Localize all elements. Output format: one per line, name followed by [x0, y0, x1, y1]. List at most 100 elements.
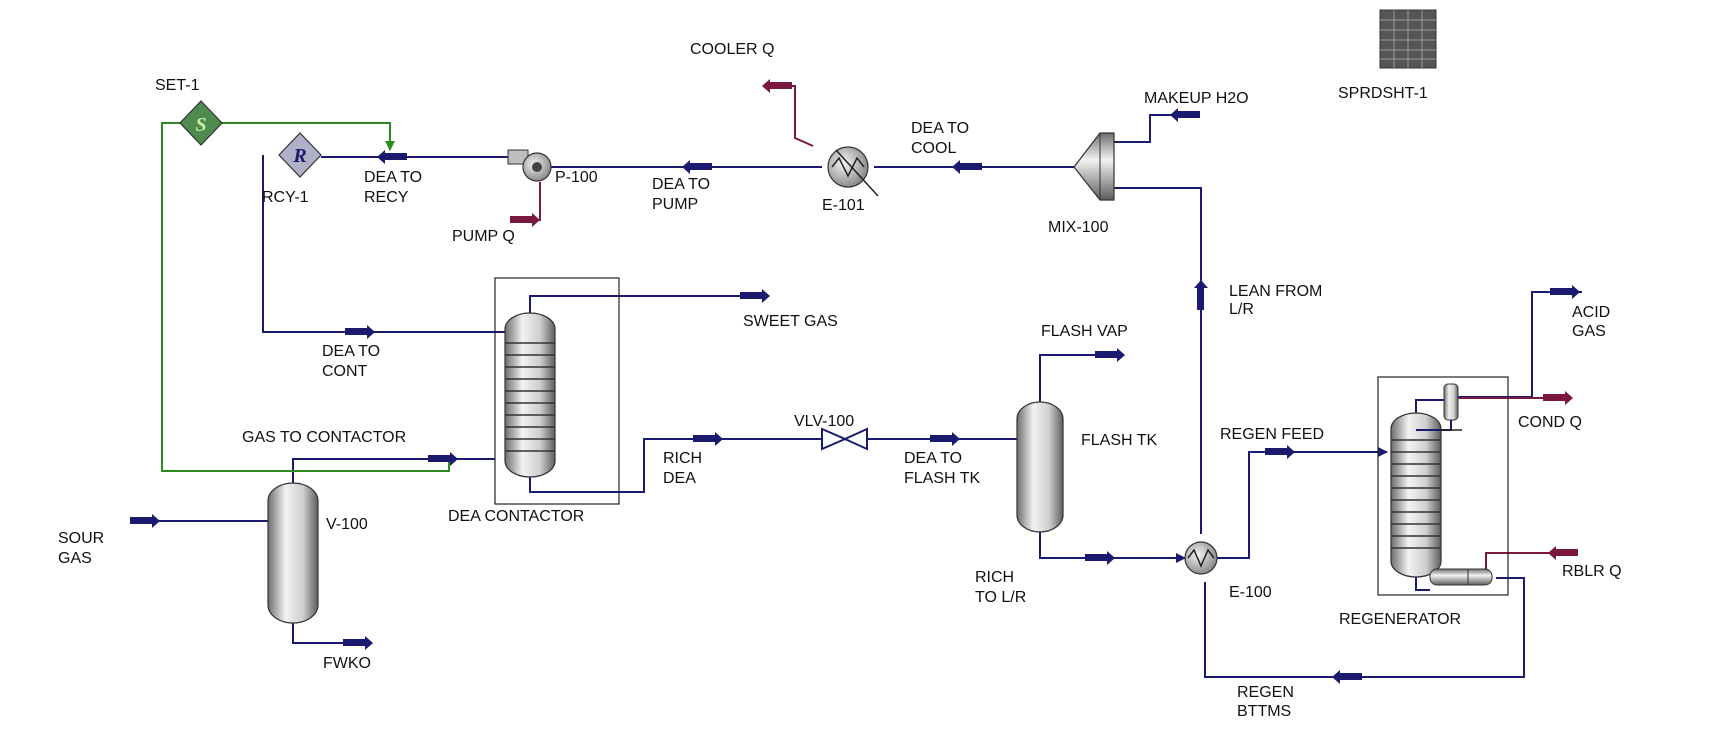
mixer-body[interactable] [1073, 132, 1115, 201]
cooler-q-line[interactable] [770, 85, 814, 147]
makeup-h2o-line[interactable] [1114, 114, 1200, 143]
cond-q-label: COND Q [1518, 414, 1582, 431]
mix100-label: MIX-100 [1048, 219, 1109, 236]
regenerator-frame [1377, 376, 1509, 596]
flow-token-fwko [343, 639, 365, 646]
vlv100-label: VLV-100 [794, 413, 854, 430]
pump-q-line[interactable] [510, 182, 541, 221]
flow-token-cont-tip [367, 325, 375, 339]
energy-token-rblr [1556, 549, 1578, 556]
e100-coil [1187, 548, 1215, 568]
recycle-symbol: R [292, 145, 306, 167]
flash-vap-label: FLASH VAP [1041, 323, 1128, 340]
regen-bttms-label-2: BTTMS [1237, 703, 1291, 720]
e101-shell[interactable] [827, 146, 869, 188]
regenerator-trays [1391, 439, 1441, 549]
vlv100-valve[interactable] [821, 427, 868, 451]
energy-token-cond [1543, 394, 1565, 401]
lean-from-lr-label-1: LEAN FROM [1229, 283, 1322, 300]
regenerator[interactable] [1377, 376, 1509, 596]
energy-token-cooler-tip [762, 79, 770, 93]
acid-gas-label-1: ACID [1572, 304, 1610, 321]
cooler-q-label: COOLER Q [690, 41, 774, 58]
valve-right[interactable] [842, 427, 868, 451]
flash-tk-label: FLASH TK [1081, 432, 1158, 449]
flow-token-vap-tip [1117, 348, 1125, 362]
flow-token-richlr-tip [1107, 551, 1115, 565]
rblr-q-line[interactable] [1485, 552, 1560, 571]
flow-token-lean-tip [1194, 280, 1208, 288]
p100-label: P-100 [555, 169, 598, 186]
flow-token-recy-tip [377, 150, 385, 164]
sour-gas-label-2: GAS [58, 550, 92, 567]
set1-label: SET-1 [155, 77, 200, 94]
set1-adjust[interactable]: S [179, 100, 223, 146]
flow-token-sour [130, 517, 152, 524]
contactor-label: DEA CONTACTOR [448, 508, 584, 525]
e100-exchanger[interactable] [1184, 541, 1218, 575]
energy-token-rblr-tip [1548, 546, 1556, 560]
regen-bttms-line[interactable] [1204, 577, 1525, 678]
dea-to-flash-label-2: FLASH TK [904, 470, 981, 487]
rich-dea-label-1: RICH [663, 450, 702, 467]
flow-token-rich-tip [715, 432, 723, 446]
dea-contactor[interactable] [494, 277, 620, 505]
flow-token-pump-tip [682, 160, 690, 174]
energy-tokens [510, 79, 1578, 560]
set-symbol: S [195, 114, 206, 136]
labels: SOUR GAS GAS TO CONTACTOR V-100 FWKO SWE… [58, 41, 1622, 720]
p100-pump[interactable] [507, 149, 552, 182]
regen-bottoms-line [1415, 577, 1430, 591]
flash-tank-vessel[interactable] [1016, 401, 1064, 533]
valve-left[interactable] [821, 427, 848, 451]
dea-to-flash-label-1: DEA TO [904, 450, 962, 467]
flow-token-pump [690, 163, 712, 170]
sprdsht-spreadsheet[interactable] [1379, 9, 1437, 69]
v100-vessel[interactable] [267, 482, 319, 624]
flow-token-bttms [1340, 673, 1362, 680]
set-diamond[interactable] [179, 100, 223, 146]
pump-q-label: PUMP Q [452, 228, 515, 245]
recycle-diamond[interactable] [278, 132, 322, 178]
lean-from-lr-label-2: L/R [1229, 301, 1254, 318]
flow-token-cool [960, 163, 982, 170]
flow-token-flash-tip [952, 432, 960, 446]
lean-from-lr-line[interactable] [1114, 187, 1202, 534]
dea-to-recy-label-1: DEA TO [364, 169, 422, 186]
rich-to-lr-label-2: TO L/R [975, 589, 1026, 606]
v100-separator[interactable] [267, 482, 319, 624]
flow-token-sweet-tip [762, 289, 770, 303]
acid-gas-line[interactable] [1456, 291, 1582, 398]
flow-token-makeup-tip [1170, 108, 1178, 122]
gas-to-contactor-line[interactable] [292, 458, 495, 496]
dea-to-cont-line[interactable] [262, 155, 505, 333]
flow-token-cont [345, 328, 367, 335]
contactor-trays [505, 342, 555, 452]
makeup-h2o-label: MAKEUP H2O [1144, 90, 1249, 107]
spreadsheet-grid [1380, 10, 1436, 68]
e100-label: E-100 [1229, 584, 1272, 601]
regen-feed-line[interactable] [1217, 451, 1387, 559]
rich-to-lr-line[interactable] [1039, 531, 1185, 559]
flow-token-rich [693, 435, 715, 442]
mix100-mixer[interactable] [1073, 132, 1115, 201]
condenser-icon[interactable] [1443, 383, 1459, 421]
flow-tokens [130, 108, 1580, 684]
flow-token-gas-tip [450, 452, 458, 466]
regen-feed-label: REGEN FEED [1220, 426, 1324, 443]
e100-shell[interactable] [1184, 541, 1218, 575]
e101-cooler[interactable] [827, 146, 879, 197]
rcy1-recycle[interactable]: R [278, 132, 322, 178]
regenerator-column[interactable] [1390, 412, 1442, 578]
flow-token-makeup [1178, 111, 1200, 118]
flash-vap-line[interactable] [1039, 354, 1118, 402]
reboiler-icon[interactable] [1429, 568, 1493, 586]
sprdsht-label: SPRDSHT-1 [1338, 85, 1428, 102]
flow-token-cool-tip [952, 160, 960, 174]
flash-tank[interactable] [1016, 401, 1064, 533]
set-signal-source-line [161, 122, 450, 472]
contactor-column[interactable] [504, 312, 556, 478]
flow-token-fwko-tip [365, 636, 373, 650]
gas-to-contactor-label: GAS TO CONTACTOR [242, 429, 406, 446]
sweet-gas-line[interactable] [529, 295, 756, 321]
